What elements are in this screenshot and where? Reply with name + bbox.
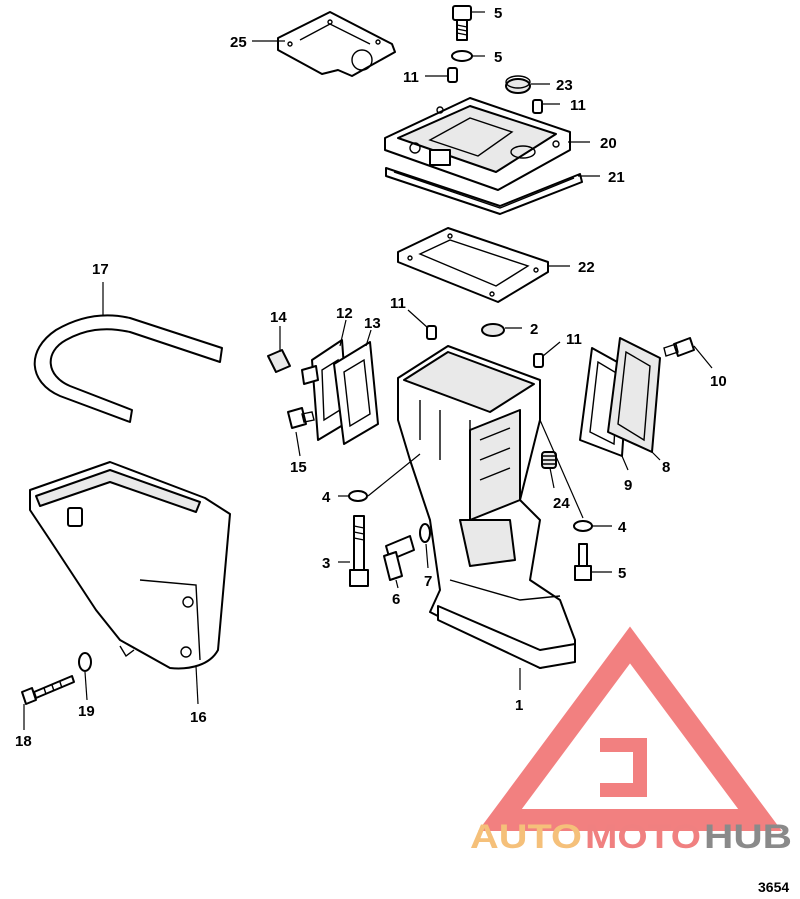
callout-20: 20 bbox=[600, 135, 617, 152]
gasket-22 bbox=[397, 227, 549, 303]
screw-10 bbox=[663, 337, 695, 357]
leader-lines bbox=[23, 11, 713, 730]
callout-19: 19 bbox=[78, 703, 95, 720]
callout-11-top: 11 bbox=[403, 69, 419, 86]
callout-22: 22 bbox=[578, 259, 595, 276]
callout-17: 17 bbox=[92, 261, 109, 278]
lower-cowl-16 bbox=[29, 461, 231, 670]
bolt-5-top bbox=[452, 5, 472, 41]
callout-labels: 25 5 5 11 23 11 20 21 22 17 11 2 11 14 1… bbox=[15, 5, 727, 750]
callout-4-right: 4 bbox=[618, 519, 627, 536]
callout-12: 12 bbox=[336, 305, 353, 322]
callout-7: 7 bbox=[424, 573, 432, 590]
pin-11-mid bbox=[426, 325, 437, 340]
callout-21: 21 bbox=[608, 169, 625, 186]
watermark-hub: HUB bbox=[704, 818, 792, 856]
seal-17 bbox=[33, 314, 223, 423]
bolt-18 bbox=[21, 675, 75, 705]
callout-24: 24 bbox=[553, 495, 570, 512]
cover-8 bbox=[607, 337, 661, 453]
callout-23: 23 bbox=[556, 77, 573, 94]
bolt-3 bbox=[349, 515, 369, 587]
callout-25: 25 bbox=[230, 34, 247, 51]
plug-14 bbox=[267, 349, 291, 373]
callout-1: 1 bbox=[515, 697, 523, 714]
callout-8: 8 bbox=[662, 459, 670, 476]
pin-11-top bbox=[447, 67, 458, 83]
washer-7 bbox=[419, 523, 431, 543]
watermark-text: AUTO MOTO HUB bbox=[470, 818, 792, 856]
callout-13: 13 bbox=[364, 315, 381, 332]
callout-5-top: 5 bbox=[494, 5, 502, 22]
fitting-15 bbox=[287, 407, 315, 429]
bolt-6 bbox=[383, 535, 415, 581]
pin-11-lower bbox=[533, 353, 544, 368]
callout-11-lower: 11 bbox=[566, 331, 582, 348]
callout-6: 6 bbox=[392, 591, 400, 608]
callout-11-mid: 11 bbox=[390, 295, 406, 312]
pin-11-right bbox=[532, 99, 543, 114]
washer-4-right bbox=[573, 520, 593, 532]
callout-5-right: 5 bbox=[618, 565, 626, 582]
watermark-logo bbox=[478, 626, 782, 831]
gasket-13 bbox=[333, 341, 379, 445]
spring-24 bbox=[541, 451, 557, 469]
grommet-2 bbox=[481, 323, 505, 337]
washer-19 bbox=[78, 652, 92, 672]
callout-4-left: 4 bbox=[322, 489, 331, 506]
callout-14: 14 bbox=[270, 309, 287, 326]
callout-15: 15 bbox=[290, 459, 307, 476]
watermark-moto: MOTO bbox=[585, 818, 701, 856]
washer-5 bbox=[451, 50, 473, 62]
gasket-25 bbox=[277, 11, 396, 77]
callout-5-washer: 5 bbox=[494, 49, 502, 66]
adaptor-plate-20 bbox=[384, 97, 571, 191]
bolt-5-right bbox=[574, 543, 592, 581]
driveshaft-housing-1 bbox=[397, 345, 576, 669]
callout-11-right: 11 bbox=[570, 97, 586, 114]
grommet-23 bbox=[505, 75, 531, 94]
watermark-auto: AUTO bbox=[470, 818, 582, 856]
callout-2: 2 bbox=[530, 321, 538, 338]
figure-number: 3654 bbox=[758, 879, 789, 895]
callout-18: 18 bbox=[15, 733, 32, 750]
callout-10: 10 bbox=[710, 373, 727, 390]
washer-4-left bbox=[348, 490, 368, 502]
callout-16: 16 bbox=[190, 709, 207, 726]
callout-9: 9 bbox=[624, 477, 632, 494]
fitting-12 bbox=[301, 365, 319, 385]
callout-3: 3 bbox=[322, 555, 330, 572]
